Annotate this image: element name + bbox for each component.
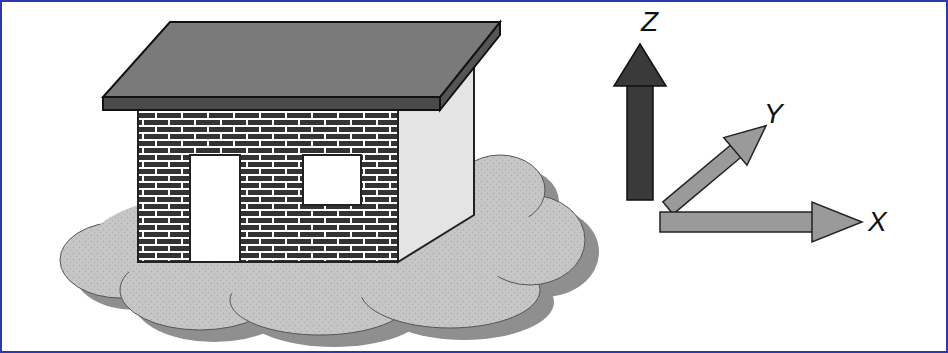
window bbox=[303, 155, 361, 205]
z-axis-arrow bbox=[614, 44, 666, 200]
door bbox=[190, 155, 240, 262]
roof bbox=[103, 22, 500, 97]
roof-edge bbox=[103, 97, 440, 110]
y-axis-arrow bbox=[656, 112, 777, 222]
x-axis-arrow bbox=[660, 202, 862, 242]
axis-label: Z bbox=[641, 8, 658, 36]
axis-label: X bbox=[868, 208, 887, 236]
brick-wall bbox=[138, 108, 398, 262]
axis-label: Y bbox=[764, 100, 783, 128]
